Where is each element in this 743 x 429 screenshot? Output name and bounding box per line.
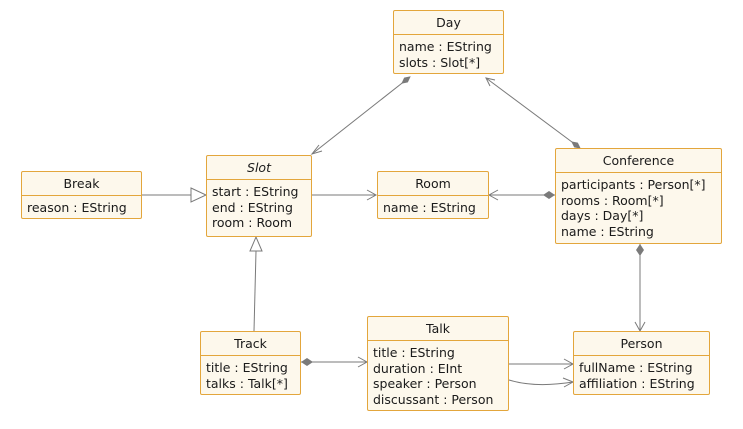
- edge-break-slot: [142, 187, 208, 203]
- class-name: Break: [22, 172, 141, 196]
- attribute-list: name : EString slots : Slot[*]: [394, 35, 503, 73]
- attribute: name : EString: [399, 39, 492, 54]
- arrow-head: [485, 77, 496, 87]
- attribute: speaker : Person: [373, 376, 477, 391]
- edge-conference-day: [485, 77, 581, 149]
- edge-conference-room: [487, 189, 555, 201]
- class-break[interactable]: Break reason : EString: [21, 171, 142, 219]
- class-name: Person: [574, 332, 709, 356]
- class-track[interactable]: Track title : EString talks : Talk[*]: [200, 331, 301, 395]
- attribute: affiliation : EString: [579, 375, 695, 391]
- composition-diamond: [636, 244, 644, 256]
- class-conference[interactable]: Conference participants : Person[*] room…: [555, 148, 722, 244]
- class-slot[interactable]: Slot start : EString end : EString room …: [206, 155, 312, 237]
- class-name: Slot: [207, 156, 311, 180]
- attribute-list: start : EString end : EString room : Roo…: [207, 180, 311, 234]
- arrow-head: [310, 144, 323, 155]
- attribute: discussant : Person: [373, 391, 494, 407]
- generalization-triangle: [249, 235, 263, 252]
- arrow-head: [487, 189, 499, 201]
- attribute: duration : EInt: [373, 360, 463, 376]
- attribute-list: title : EString talks : Talk[*]: [201, 356, 300, 394]
- attribute: title : EString: [206, 360, 288, 375]
- class-room[interactable]: Room name : EString: [377, 171, 489, 219]
- class-name: Room: [378, 172, 488, 196]
- attribute: end : EString: [212, 199, 293, 215]
- attribute-list: name : EString: [378, 196, 488, 219]
- generalization-triangle: [190, 187, 208, 203]
- attribute: name : EString: [561, 223, 654, 239]
- composition-diamond: [401, 76, 411, 84]
- edge-talk-person-discussant: [508, 377, 575, 388]
- attribute: title : EString: [373, 345, 455, 360]
- attribute: start : EString: [212, 184, 299, 199]
- class-name: Day: [394, 11, 503, 35]
- class-talk[interactable]: Talk title : EString duration : EInt spe…: [367, 316, 509, 411]
- edge-track-talk: [301, 356, 369, 368]
- attribute-list: fullName : EString affiliation : EString: [574, 356, 709, 394]
- attribute-list: participants : Person[*] rooms : Room[*]…: [556, 173, 721, 242]
- class-name: Talk: [368, 317, 508, 341]
- attribute-list: reason : EString: [22, 196, 141, 219]
- class-name: Conference: [556, 149, 721, 173]
- edge-track-slot: [249, 235, 263, 332]
- attribute: name : EString: [383, 200, 476, 215]
- class-day[interactable]: Day name : EString slots : Slot[*]: [393, 10, 504, 74]
- edge-day-slot: [310, 76, 411, 155]
- attribute: rooms : Room[*]: [561, 192, 664, 208]
- attribute: reason : EString: [27, 200, 127, 215]
- edge-talk-person-speaker: [509, 358, 575, 370]
- edge-conference-person: [634, 244, 646, 333]
- class-name: Track: [201, 332, 300, 356]
- composition-diamond: [571, 141, 581, 149]
- attribute-list: title : EString duration : EInt speaker …: [368, 341, 508, 410]
- attribute: talks : Talk[*]: [206, 375, 288, 391]
- class-person[interactable]: Person fullName : EString affiliation : …: [573, 331, 710, 395]
- attribute: days : Day[*]: [561, 208, 644, 223]
- edge-slot-room: [312, 189, 378, 201]
- attribute: room : Room: [212, 215, 293, 230]
- attribute: participants : Person[*]: [561, 177, 706, 192]
- attribute: fullName : EString: [579, 360, 693, 375]
- composition-diamond: [301, 358, 313, 366]
- attribute: slots : Slot[*]: [399, 54, 481, 70]
- arrow-head: [366, 189, 378, 201]
- composition-diamond: [543, 191, 555, 199]
